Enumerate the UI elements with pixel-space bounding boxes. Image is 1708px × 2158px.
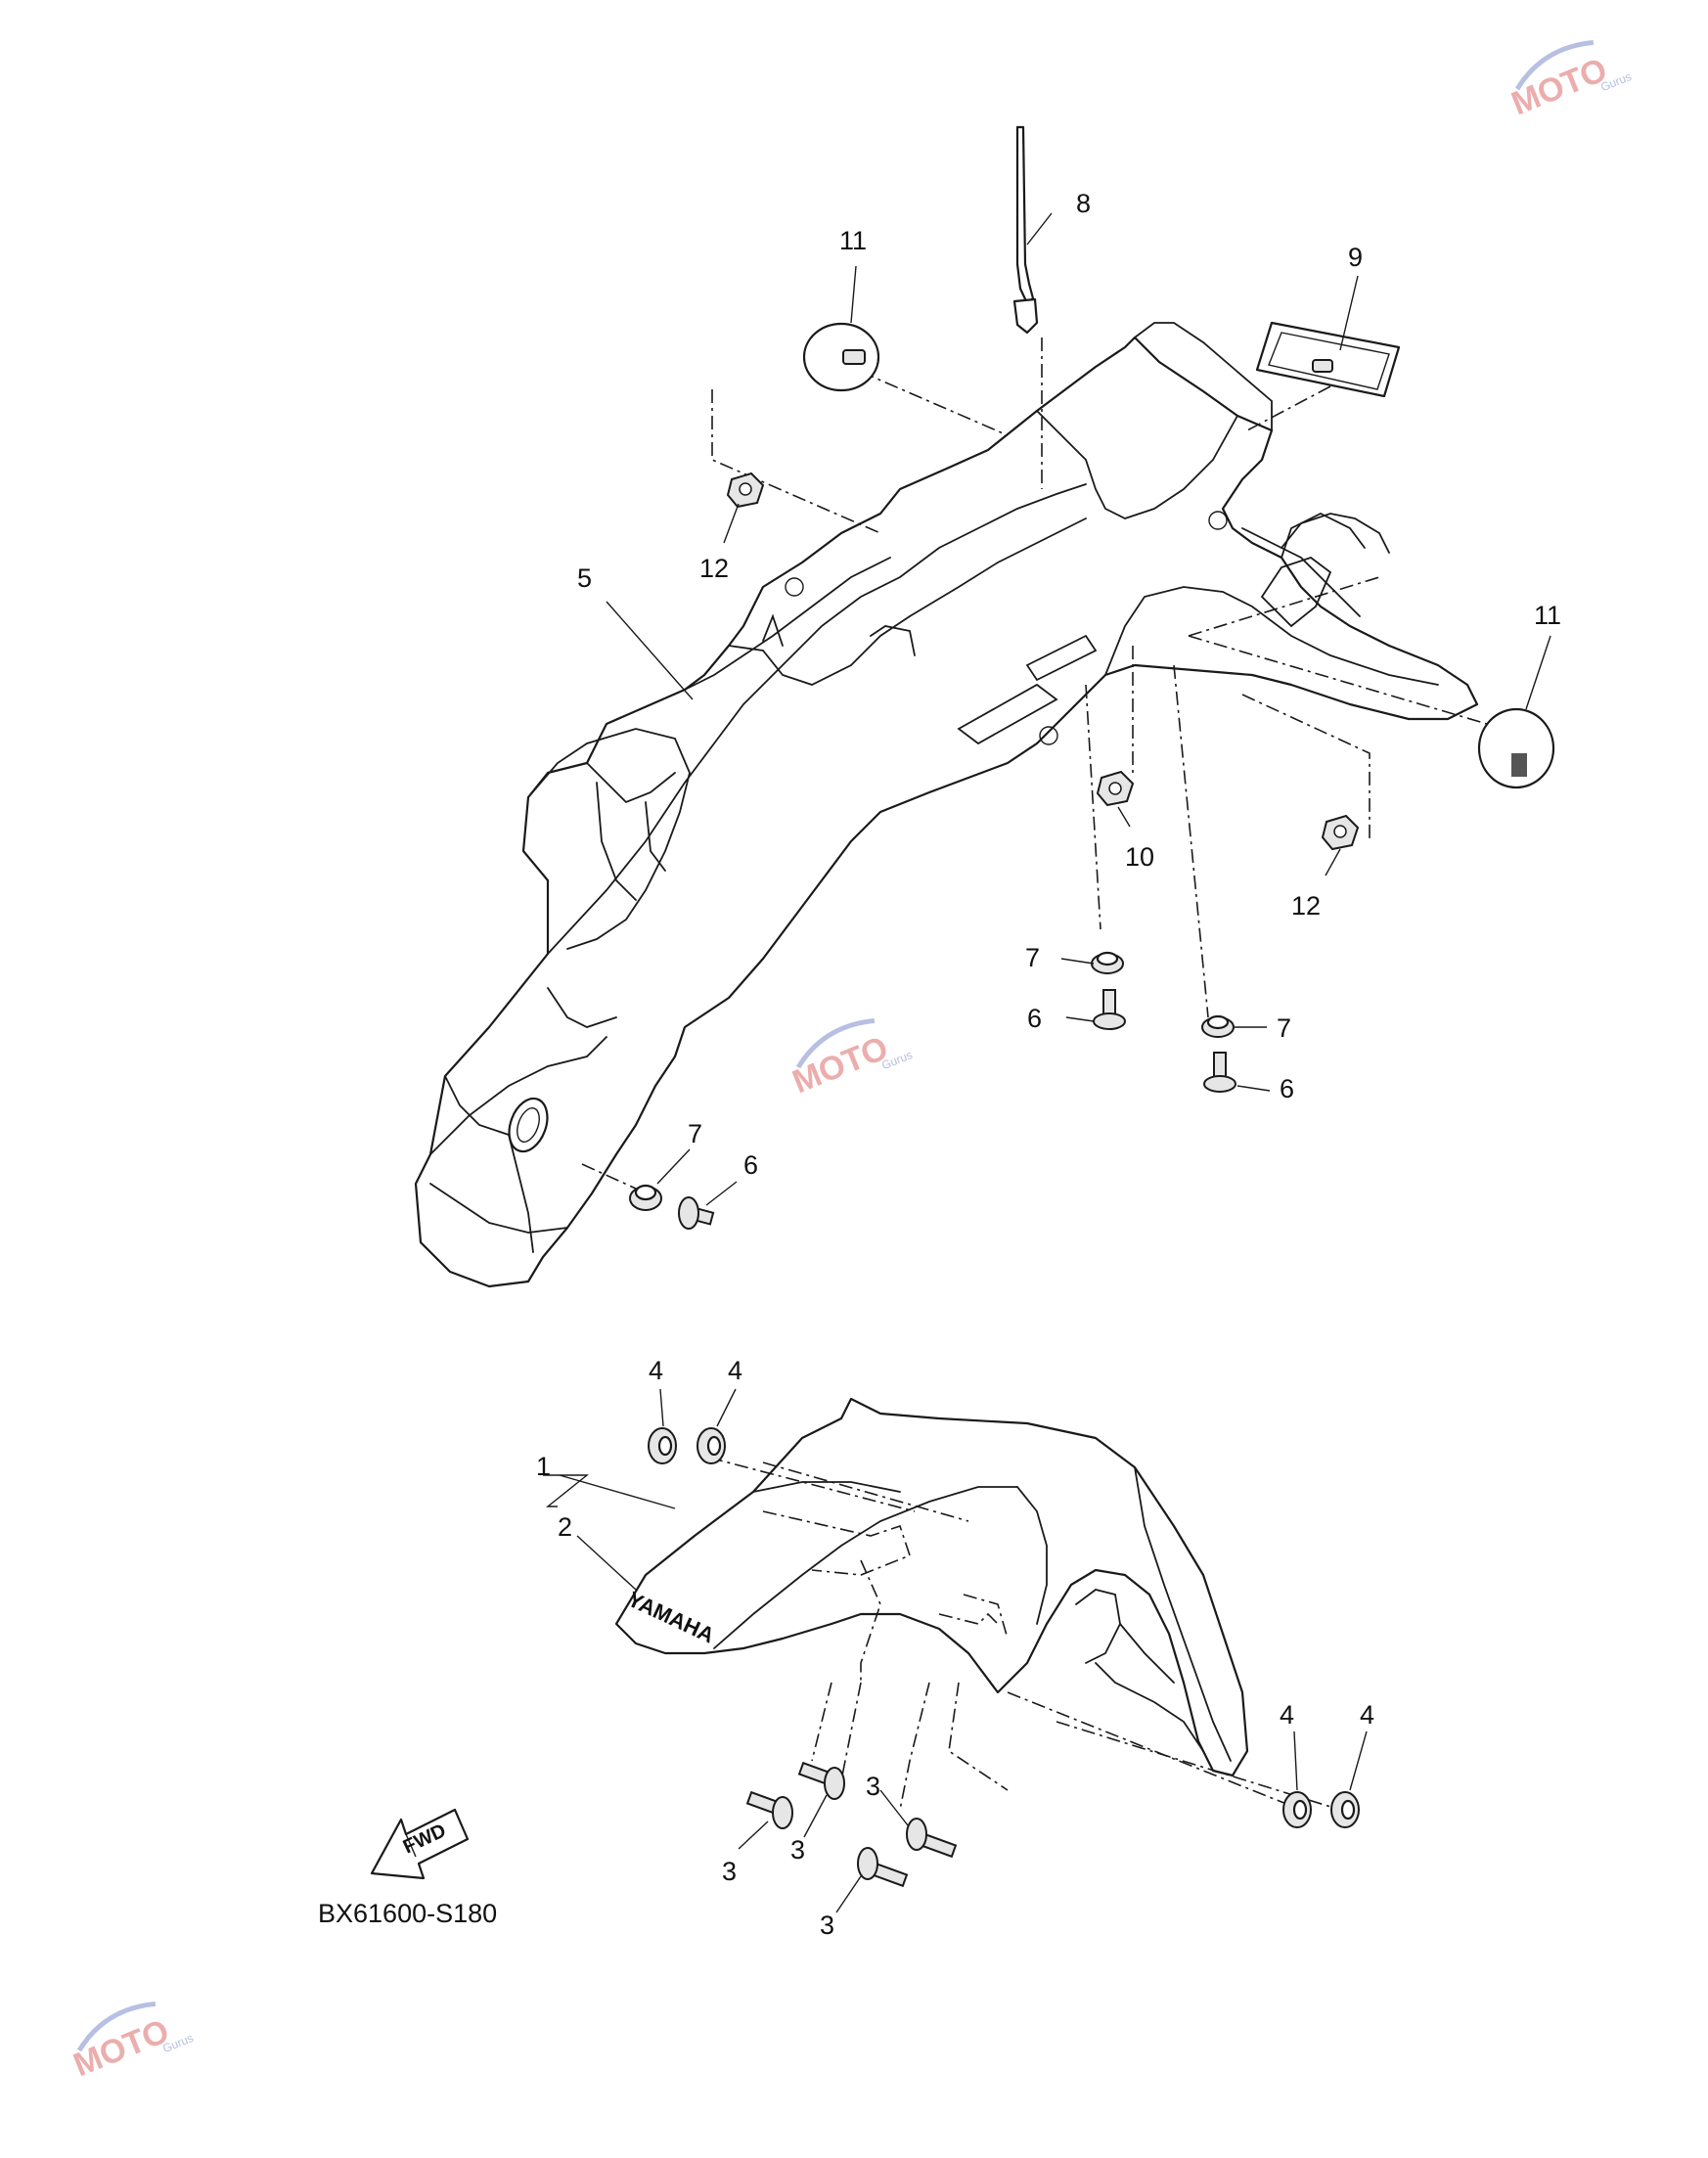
reflector-right: [1477, 707, 1555, 789]
bolt-part-6-a: [1093, 989, 1126, 1030]
callout-7-c: 7: [688, 1119, 702, 1148]
bolt-part-3-d: [857, 1847, 909, 1888]
callout-5: 5: [577, 563, 592, 593]
bolt-part-3-a: [745, 1790, 793, 1829]
callout-6-a: 6: [1027, 1004, 1042, 1033]
washer-part-4-b: [697, 1427, 726, 1464]
collar-part-7-b: [1201, 1014, 1235, 1038]
callout-3-a: 3: [722, 1857, 737, 1886]
leader-lines: [543, 212, 1551, 1913]
callout-12-right: 12: [1291, 891, 1321, 921]
rear-fender-body: [414, 336, 1479, 1288]
callout-12-left: 12: [699, 554, 729, 583]
collar-part-7-a: [1091, 951, 1124, 974]
svg-text:MOTO: MOTO: [787, 1029, 893, 1101]
rear-fender-assembly: [414, 322, 1479, 1288]
nut-part-12-right: [1321, 814, 1360, 851]
watermark-top-right: MOTO Gurus: [1506, 39, 1634, 122]
callout-10: 10: [1125, 842, 1154, 872]
diagram-code: BX61600-S180: [318, 1899, 497, 1928]
callout-3-b: 3: [790, 1835, 805, 1865]
callout-4-b: 4: [728, 1356, 742, 1385]
front-fender-assembly: YAMAHA: [614, 1397, 1249, 1777]
callout-4-a: 4: [649, 1356, 663, 1385]
bolt-part-6-b: [1203, 1052, 1236, 1093]
front-fender-body: [614, 1397, 1249, 1777]
callout-3-c: 3: [866, 1772, 880, 1801]
callout-11-left: 11: [839, 226, 867, 255]
bolt-part-3-c: [906, 1818, 958, 1859]
callout-6-c: 6: [743, 1150, 758, 1180]
washer-part-4-c: [1282, 1791, 1312, 1828]
svg-text:MOTO: MOTO: [68, 2012, 174, 2084]
nut-part-10: [1096, 770, 1135, 807]
hardware-bottom: [648, 1427, 1360, 1888]
callout-7-b: 7: [1277, 1013, 1291, 1043]
band-part-8: [1015, 125, 1035, 305]
callout-2: 2: [558, 1512, 572, 1542]
callout-numbers: 8 11 9 11 5 12 12 10 7 6 7 6 7 6 4 4 4 4…: [536, 189, 1561, 1940]
callout-3-d: 3: [820, 1911, 834, 1940]
nut-part-12-left: [726, 472, 765, 509]
collar-part-7-c: [629, 1184, 662, 1211]
callout-8: 8: [1076, 189, 1091, 218]
callout-9: 9: [1348, 243, 1363, 272]
svg-text:MOTO: MOTO: [1506, 51, 1612, 122]
hardware-top: [629, 125, 1555, 1230]
watermark-center: MOTO Gurus: [787, 1017, 915, 1101]
bolt-part-6-c: [678, 1196, 715, 1230]
washer-part-4-d: [1330, 1791, 1360, 1828]
callout-1: 1: [536, 1452, 551, 1481]
callout-6-b: 6: [1280, 1074, 1294, 1103]
callout-4-c: 4: [1280, 1700, 1294, 1730]
forward-direction-arrow: FWD: [370, 1808, 470, 1880]
washer-part-4-a: [648, 1427, 677, 1464]
callout-11-right: 11: [1534, 601, 1561, 630]
watermark-bottom-left: MOTO Gurus: [68, 2001, 196, 2084]
bolt-part-3-b: [797, 1761, 845, 1800]
callout-7-a: 7: [1025, 943, 1040, 972]
assembly-lines-top: [581, 337, 1488, 1190]
callout-4-d: 4: [1360, 1700, 1374, 1730]
reflector-left: [802, 322, 880, 392]
